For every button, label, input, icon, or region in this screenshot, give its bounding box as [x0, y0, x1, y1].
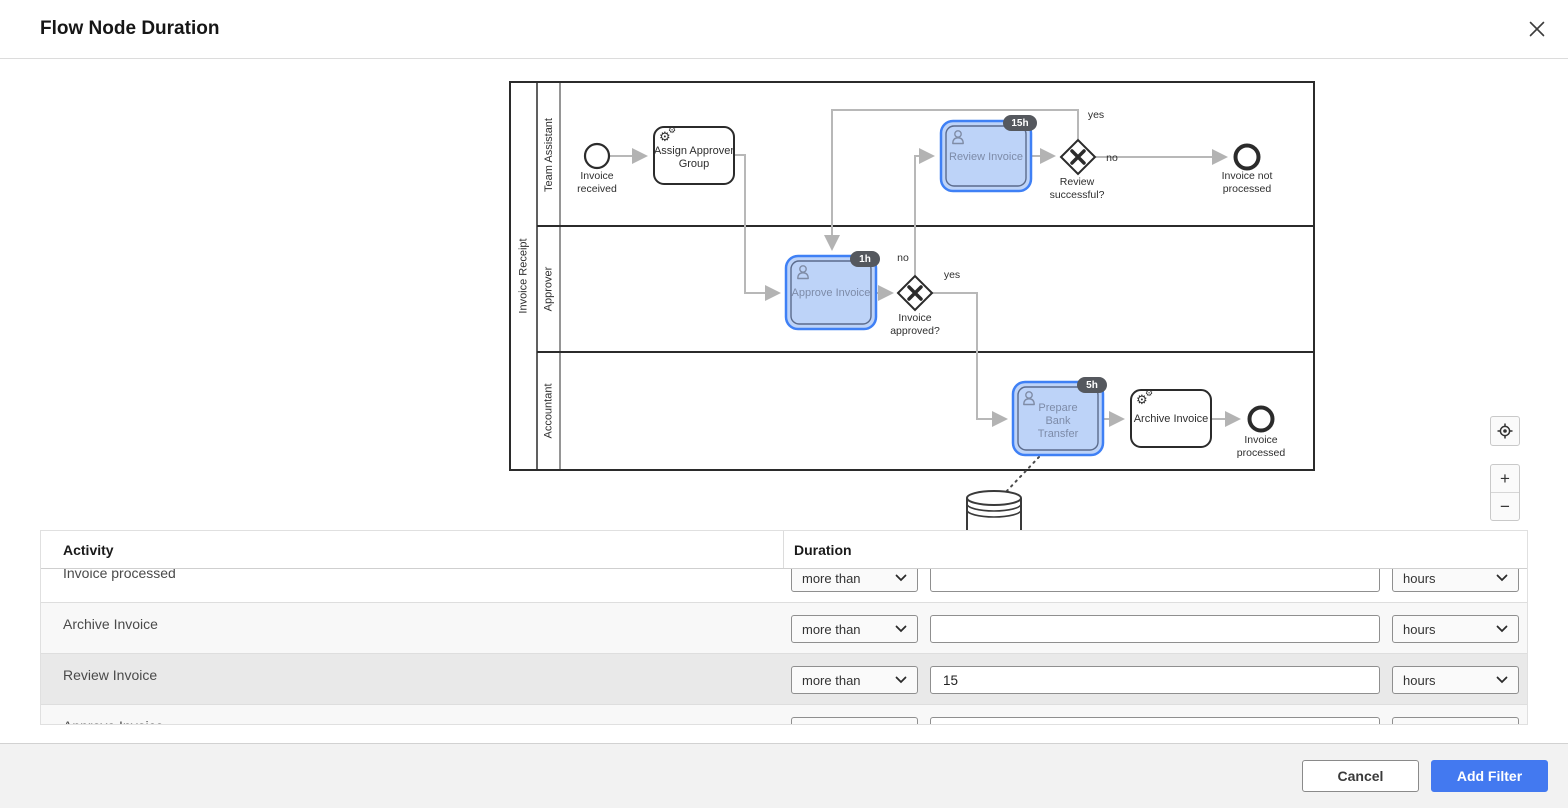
duration-value-input[interactable]	[930, 615, 1380, 643]
duration-filter-table: Activity Duration Invoice processed more…	[40, 530, 1528, 725]
unit-value: hours	[1403, 621, 1436, 637]
edge-label-yes: yes	[1087, 109, 1105, 121]
end-event-label: Invoice processed	[1236, 434, 1286, 459]
reset-viewport-button[interactable]	[1490, 416, 1520, 446]
end-event-invoice-not-processed[interactable]	[1233, 143, 1261, 171]
chevron-down-icon	[895, 676, 907, 684]
pool-label: Invoice Receipt	[517, 238, 530, 314]
gateway-label: Invoice approved?	[890, 312, 940, 337]
table-row[interactable]: Invoice processed more than hours	[41, 569, 1527, 603]
activity-cell: Review Invoice	[63, 667, 158, 683]
table-row[interactable]: Archive Invoice more than hours	[41, 603, 1527, 654]
zoom-controls: + −	[1490, 464, 1520, 521]
close-icon	[1529, 21, 1545, 37]
table-header: Activity Duration	[41, 531, 1527, 569]
modal-title: Flow Node Duration	[40, 18, 220, 39]
sequence-flow-no	[914, 148, 935, 275]
operator-select[interactable]: more than	[791, 717, 918, 724]
end-event-label: Invoice not processed	[1221, 170, 1273, 195]
activity-cell: Invoice processed	[63, 569, 176, 581]
task-prepare-bank-transfer[interactable]	[1011, 380, 1105, 457]
edge-label-yes: yes	[943, 269, 961, 281]
task-label: Prepare Bank Transfer	[1037, 402, 1079, 440]
unit-value: hours	[1403, 672, 1436, 688]
duration-badge: 15h	[1003, 115, 1037, 131]
duration-badge: 1h	[850, 251, 880, 267]
zoom-out-button[interactable]: −	[1500, 496, 1510, 516]
sequence-flows	[610, 109, 1241, 427]
edge-label-no: no	[897, 252, 909, 264]
close-button[interactable]	[1520, 12, 1554, 46]
table-body[interactable]: Invoice processed more than hours Archiv…	[41, 569, 1527, 724]
lane-label-approver: Approver	[542, 266, 555, 312]
gateway-label: Review successful?	[1049, 176, 1105, 201]
duration-value-input[interactable]	[930, 666, 1380, 694]
unit-select[interactable]: hours	[1392, 666, 1519, 694]
operator-value: more than	[802, 672, 861, 688]
sequence-flow-yes-loop	[824, 109, 1079, 251]
operator-value: more than	[802, 621, 861, 637]
duration-cell: more than hours	[784, 603, 1527, 653]
table-row-selected[interactable]: Review Invoice more than hours	[41, 654, 1527, 705]
unit-value: hours	[1403, 570, 1436, 586]
user-task-icon	[797, 265, 809, 280]
task-label: Approve Invoice	[791, 287, 871, 299]
chevron-down-icon	[1496, 625, 1508, 633]
unit-select[interactable]: hours	[1392, 615, 1519, 643]
operator-select[interactable]: more than	[791, 569, 918, 592]
start-event-label: Invoice received	[577, 170, 617, 195]
table-row[interactable]: Approve Invoice more than hours	[41, 705, 1527, 724]
gateway-invoice-approved[interactable]	[896, 274, 934, 312]
data-association	[1003, 456, 1040, 495]
lane-label-team-assistant: Team Assistant	[542, 118, 555, 192]
duration-badge: 5h	[1077, 377, 1107, 393]
chevron-down-icon	[895, 574, 907, 582]
crosshair-icon	[1497, 423, 1513, 439]
user-task-icon	[1023, 391, 1035, 406]
edge-label-no: no	[1106, 152, 1118, 164]
unit-select[interactable]: hours	[1392, 717, 1519, 724]
zoom-in-button[interactable]: +	[1491, 465, 1519, 493]
duration-cell: more than hours	[784, 654, 1527, 704]
start-event-invoice-received[interactable]	[583, 142, 611, 170]
user-task-icon	[952, 130, 964, 145]
task-archive-invoice[interactable]	[1130, 389, 1212, 448]
activity-cell: Archive Invoice	[63, 616, 158, 632]
cancel-button[interactable]: Cancel	[1302, 760, 1419, 792]
chevron-down-icon	[1496, 676, 1508, 684]
activity-cell: Approve Invoice	[41, 705, 784, 724]
column-header-duration: Duration	[794, 541, 852, 558]
duration-value-input[interactable]	[930, 717, 1380, 724]
duration-cell: more than hours	[784, 569, 1527, 602]
sequence-flow-yes	[932, 292, 1008, 427]
gateway-review-successful[interactable]	[1059, 138, 1097, 176]
lane-label-accountant: Accountant	[542, 383, 555, 439]
unit-value: hours	[1403, 724, 1436, 725]
operator-value: more than	[802, 570, 861, 586]
column-header-activity: Activity	[41, 531, 784, 568]
duration-cell: more than hours	[784, 705, 1527, 724]
unit-select[interactable]: hours	[1392, 569, 1519, 592]
operator-select[interactable]: more than	[791, 666, 918, 694]
end-event-invoice-processed[interactable]	[1247, 405, 1275, 433]
task-approve-invoice[interactable]	[784, 254, 878, 331]
chevron-down-icon	[1496, 574, 1508, 582]
operator-value: more than	[802, 724, 861, 725]
operator-select[interactable]: more than	[791, 615, 918, 643]
chevron-down-icon	[895, 625, 907, 633]
task-review-invoice[interactable]	[939, 119, 1033, 193]
task-label: Archive Invoice	[1133, 413, 1209, 425]
task-label: Assign Approver Group	[653, 145, 735, 170]
task-assign-approver-group[interactable]	[653, 126, 735, 185]
modal-header: Flow Node Duration	[0, 0, 1568, 59]
add-filter-button[interactable]: Add Filter	[1431, 760, 1548, 792]
duration-value-input[interactable]	[930, 569, 1380, 592]
sequence-flow	[734, 154, 781, 301]
modal-footer: Cancel Add Filter	[0, 743, 1568, 808]
task-label: Review Invoice	[949, 151, 1023, 163]
